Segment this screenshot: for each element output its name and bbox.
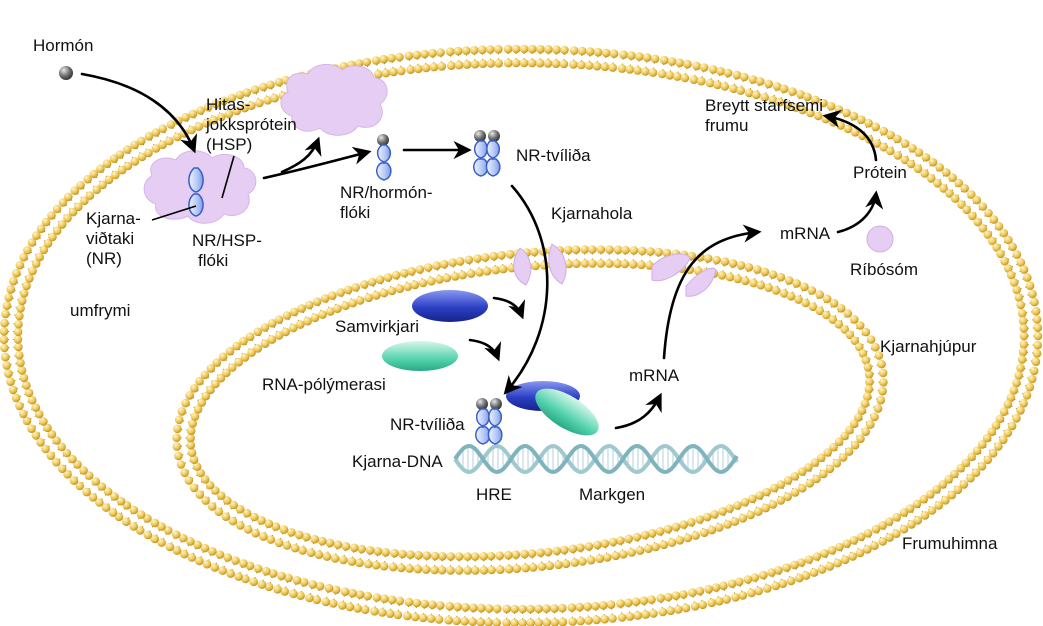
ribosome-icon bbox=[866, 225, 894, 253]
label-nr-hsp-1: NR/HSP- bbox=[192, 231, 262, 250]
dna-helix bbox=[453, 443, 739, 475]
arrow-coactivator bbox=[492, 296, 526, 320]
arrow-hsp-release bbox=[280, 136, 322, 174]
label-altered-function-2: frumu bbox=[705, 116, 748, 135]
label-protein: Prótein bbox=[853, 163, 907, 182]
nuclear-envelope bbox=[172, 245, 888, 575]
rna-polymerase-bound-icon bbox=[535, 388, 599, 436]
nr-hormone-complex-icon bbox=[376, 134, 392, 181]
label-nr-1: Kjarna- bbox=[86, 209, 141, 228]
arrow-complex-to-nr-hormone bbox=[262, 146, 372, 180]
leader-nr bbox=[151, 205, 197, 221]
label-cytoplasm: umfrymi bbox=[70, 301, 130, 320]
label-altered-function-1: Breytt starfsemi bbox=[705, 96, 823, 115]
label-hsp-3: (HSP) bbox=[206, 135, 252, 154]
arrow-mrna-to-protein bbox=[836, 190, 884, 234]
arrow-mrna-export bbox=[662, 224, 762, 360]
label-nr-hsp-2: flóki bbox=[198, 251, 228, 270]
coactivator-icon bbox=[412, 290, 488, 322]
label-nr-3: (NR) bbox=[86, 249, 122, 268]
label-rna-polymerase: RNA-pólýmerasi bbox=[262, 375, 386, 394]
label-nuclear-pore: Kjarnahola bbox=[551, 204, 633, 223]
label-ribosome: Ríbósóm bbox=[850, 260, 918, 279]
label-mrna-outer: mRNA bbox=[780, 224, 831, 243]
label-nuclear-dna: Kjarna-DNA bbox=[352, 452, 443, 471]
label-nuclear-envelope: Kjarnahjúpur bbox=[880, 337, 977, 356]
heat-shock-protein-cloud bbox=[280, 64, 388, 136]
arrow-polymerase bbox=[468, 338, 502, 362]
label-coactivator: Samvirkjari bbox=[335, 317, 419, 336]
label-nr-hormone-1: NR/hormón- bbox=[340, 183, 433, 202]
label-hre: HRE bbox=[476, 485, 512, 504]
label-hsp-2: jokksprótein bbox=[205, 115, 297, 134]
rna-polymerase-icon bbox=[382, 341, 458, 371]
label-nr-hormone-2: flóki bbox=[340, 203, 370, 222]
label-nr-2: viðtaki bbox=[86, 229, 134, 248]
arrow-dimer-to-dna bbox=[503, 184, 549, 395]
label-hormone: Hormón bbox=[33, 36, 93, 55]
label-target-gene: Markgen bbox=[579, 485, 645, 504]
nr-dimer-top-icon bbox=[473, 130, 501, 177]
arrow-gene-to-mrna bbox=[614, 392, 662, 430]
leader-hsp bbox=[221, 155, 235, 199]
label-nr-dimer-bottom: NR-tvíliða bbox=[390, 415, 465, 434]
hormone-icon bbox=[59, 66, 73, 80]
label-cell-membrane: Frumuhimna bbox=[902, 534, 998, 553]
nuclear-pore-right bbox=[651, 253, 717, 297]
label-mrna-inner: mRNA bbox=[629, 366, 680, 385]
nuclear-pore-left bbox=[513, 243, 567, 286]
arrow-protein-to-function bbox=[822, 109, 878, 162]
receptor-in-hsp-icon bbox=[188, 167, 204, 217]
cell-membrane bbox=[0, 44, 1043, 626]
label-nr-dimer-top: NR-tvíliða bbox=[516, 146, 591, 165]
label-hsp-1: Hitas- bbox=[206, 95, 250, 114]
nr-dimer-bound-icon bbox=[475, 398, 503, 445]
arrow-hormone-to-complex bbox=[80, 72, 198, 154]
